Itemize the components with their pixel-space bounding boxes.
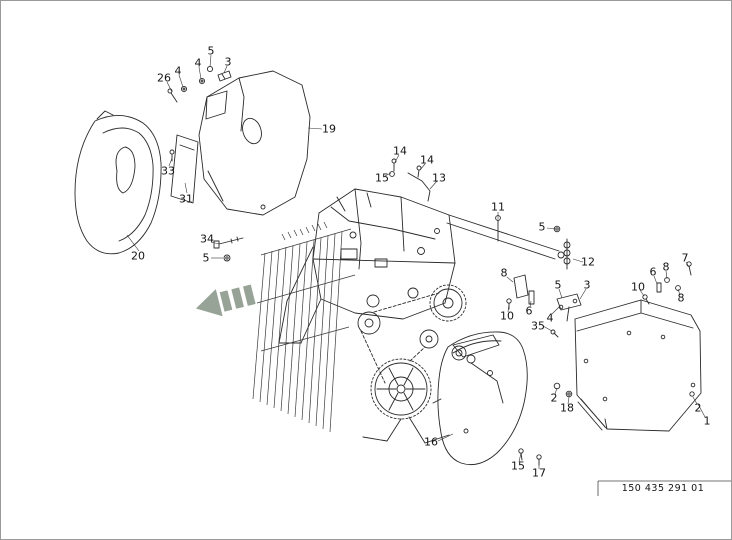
callout-label-31: 31 <box>179 192 193 206</box>
callout-label-20: 20 <box>131 249 145 263</box>
callout-label-10: 10 <box>500 309 514 323</box>
callout-label-4: 4 <box>174 64 182 78</box>
callout-label-19: 19 <box>322 122 336 136</box>
callout-label-15: 15 <box>375 171 389 185</box>
side-panel-1 <box>574 299 702 432</box>
callout-label-5: 5 <box>202 251 210 265</box>
callout-label-8: 8 <box>662 260 670 274</box>
pickup-tines <box>252 221 356 433</box>
callout-label-18: 18 <box>560 401 574 415</box>
fasteners <box>167 65 695 466</box>
callout-label-6: 6 <box>649 265 657 279</box>
callout-label-3: 3 <box>583 278 591 292</box>
drawing-number: 150 435 291 01 <box>621 483 705 494</box>
callout-label-33: 33 <box>161 164 175 178</box>
plate-31 <box>169 134 199 204</box>
callout-label-2: 2 <box>694 401 702 415</box>
leader-lines <box>126 54 706 469</box>
cover-panel-20 <box>74 110 162 255</box>
callout-label-4: 4 <box>546 311 554 325</box>
baler-machine-drawing <box>278 188 565 444</box>
callout-label-5: 5 <box>554 278 562 292</box>
callout-label-8: 8 <box>677 291 685 305</box>
callout-label-16: 16 <box>424 435 438 449</box>
title-block <box>597 480 731 496</box>
direction-arrow-icon <box>195 284 256 317</box>
cover-panel-16 <box>432 331 528 466</box>
callout-label-2: 2 <box>550 391 558 405</box>
callout-label-4: 4 <box>194 56 202 70</box>
cover-panel-19 <box>198 70 311 216</box>
callout-label-10: 10 <box>631 280 645 294</box>
callout-label-14: 14 <box>393 144 407 158</box>
callout-label-14: 14 <box>420 153 434 167</box>
callout-label-3: 3 <box>224 55 232 69</box>
callout-label-34: 34 <box>200 232 214 246</box>
callout-label-5: 5 <box>207 44 215 58</box>
callout-label-13: 13 <box>432 171 446 185</box>
callout-label-35: 35 <box>531 319 545 333</box>
callout-label-5: 5 <box>538 220 546 234</box>
callout-label-1: 1 <box>703 414 711 428</box>
callout-label-8: 8 <box>500 266 508 280</box>
callout-label-11: 11 <box>491 200 505 214</box>
callout-label-26: 26 <box>157 71 171 85</box>
callout-label-12: 12 <box>581 255 595 269</box>
callout-label-7: 7 <box>681 251 689 265</box>
callout-label-17: 17 <box>532 466 546 480</box>
callout-label-15: 15 <box>511 459 525 473</box>
callout-label-6: 6 <box>525 304 533 318</box>
